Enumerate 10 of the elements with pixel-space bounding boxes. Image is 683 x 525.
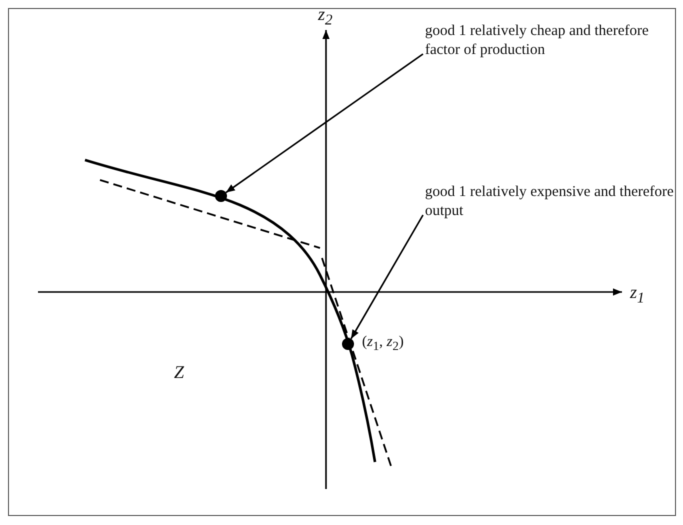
axis-label: z$_{2}$: [318, 3, 333, 31]
arrow: [225, 53, 424, 194]
set-label: Z: [174, 361, 184, 384]
axis-label: z$_{1}$: [630, 281, 645, 309]
point-label: (z$_{1}$, z$_{2}$): [362, 333, 404, 355]
arrow: [350, 214, 424, 340]
point-marker: [342, 338, 354, 350]
annotation-text: good 1 relatively expensive and therefore output: [425, 183, 675, 221]
point-marker: [215, 190, 227, 202]
annotation-text: good 1 relatively cheap and therefore factor of production: [425, 22, 665, 60]
